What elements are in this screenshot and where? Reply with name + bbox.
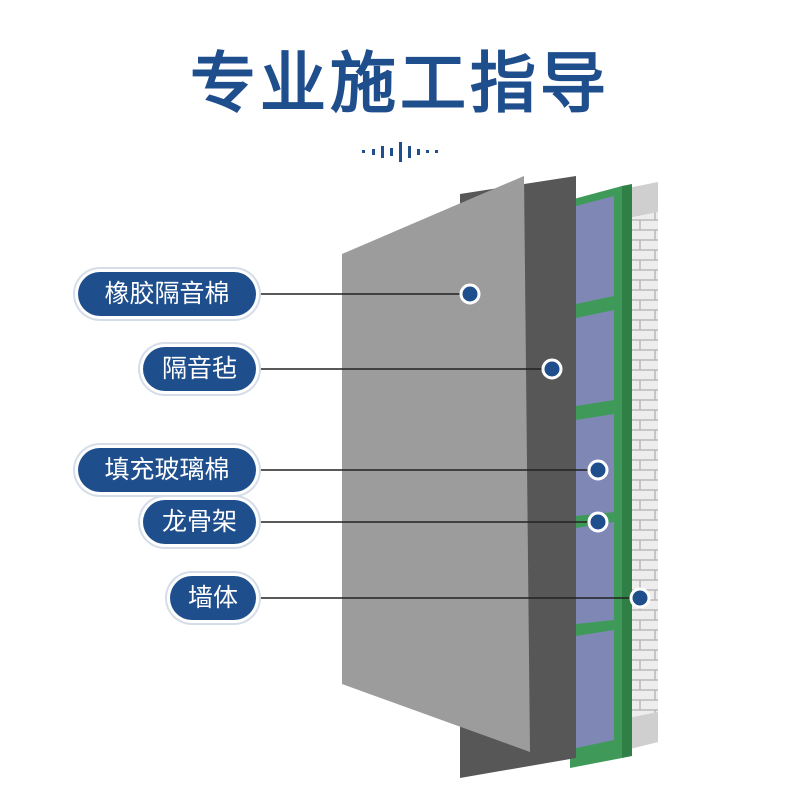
keel-marker	[587, 511, 609, 533]
marker-dots	[459, 283, 651, 609]
page-title: 专业施工指导	[190, 45, 610, 122]
label-rubber: 橡胶隔音棉	[78, 272, 256, 316]
label-glasswool: 填充玻璃棉	[78, 448, 256, 492]
glass-wool-layer	[576, 196, 614, 748]
rubber-marker	[459, 283, 481, 305]
glasswool-marker	[587, 459, 609, 481]
label-keel: 龙骨架	[143, 500, 256, 544]
leader-lines	[250, 293, 636, 599]
rubber-panel-layer	[342, 176, 530, 752]
label-felt: 隔音毡	[143, 347, 256, 391]
felt-marker	[541, 358, 563, 380]
wall-marker	[629, 587, 651, 609]
label-wall: 墙体	[170, 576, 256, 620]
sound-wave-icon	[362, 142, 438, 162]
